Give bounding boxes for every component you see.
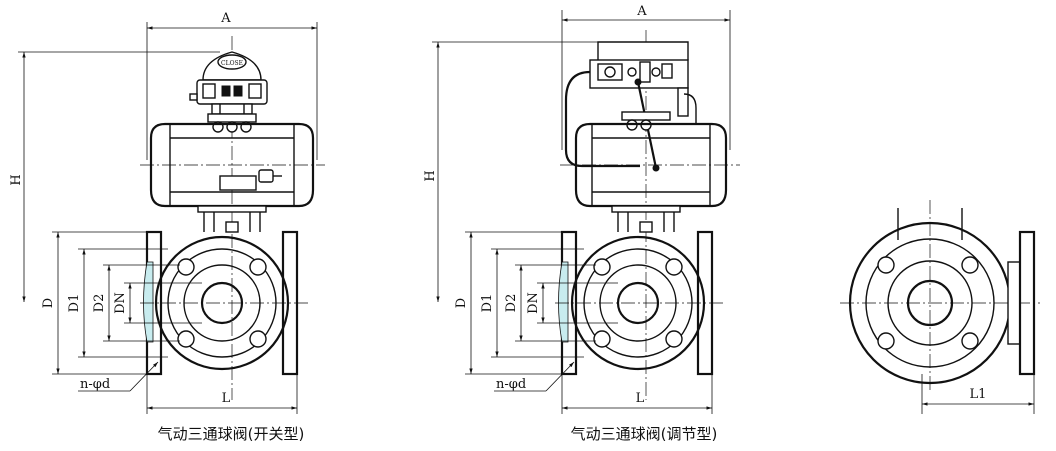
h-label: H [423,170,438,181]
bolt-hole [177,258,195,276]
a-label: A [220,11,231,26]
d1-label: D1 [67,294,82,313]
dn-label: DN [526,292,541,314]
pneumatic-actuator [140,122,325,208]
figure-side-view: L1 [840,200,1040,414]
pneumatic-actuator [560,122,740,208]
actuator-top-bracket [207,113,257,123]
figure-regulating: A H [423,4,740,443]
hole-label: n-φd [80,377,110,392]
flange-tint-left [143,261,154,343]
side-branch-flange [1018,230,1036,376]
l-label: L [636,391,645,406]
caption-regulating: 气动三通球阀(调节型) [571,425,718,443]
bolt-hole [961,332,979,350]
close-indicator-label: CLOSE [221,60,243,67]
bolt-hole [593,258,611,276]
bolt-hole [593,330,611,348]
a-label: A [636,4,647,19]
l1-label: L1 [970,387,987,402]
d1-label: D1 [480,294,495,313]
bolt-hole [665,258,683,276]
bolt-hole [877,332,895,350]
valve-body-front [140,235,310,371]
bolt-hole [249,330,267,348]
limit-switch-box: CLOSE [189,51,268,115]
hole-label: n-φd [496,377,526,392]
side-branch-neck [1007,261,1021,345]
valve-positioner [564,41,697,172]
bolt-hole [961,256,979,274]
bolt-hole [249,258,267,276]
valve-body-front [555,235,725,371]
figure-onoff: A H CLOSE [9,11,325,443]
dn-label: DN [113,292,128,314]
bolt-hole [177,330,195,348]
actuator-top-bracket [621,111,671,121]
bolt-hole [877,256,895,274]
d-label: D [41,298,56,308]
h-label: H [9,174,24,185]
d-label: D [454,298,469,308]
bolt-hole [665,330,683,348]
l-label: L [222,391,231,406]
d2-label: D2 [92,294,107,313]
caption-onoff: 气动三通球阀(开关型) [158,425,305,443]
d2-label: D2 [504,294,519,313]
flange-tint-left [558,261,569,343]
mounting-yoke [197,205,267,233]
mounting-yoke [611,205,681,233]
